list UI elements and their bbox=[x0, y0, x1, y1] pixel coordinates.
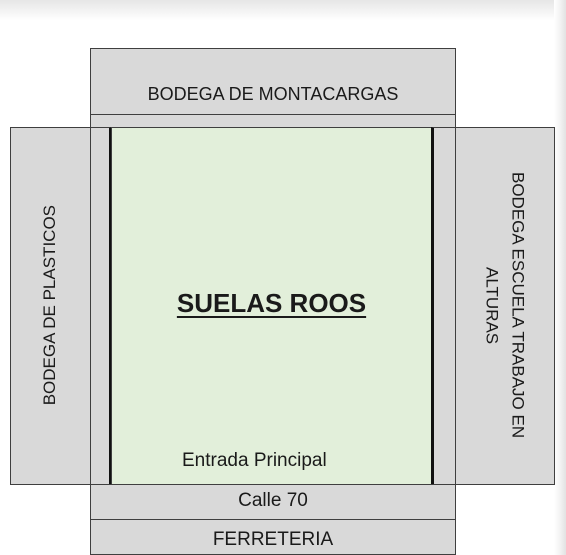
east-corridor-strip bbox=[431, 127, 456, 485]
bodega-escuela-alturas-line1: BODEGA ESCUELA TRABAJO EN bbox=[508, 172, 528, 439]
bodega-plasticos-label: BODEGA DE PLASTICOS bbox=[40, 205, 59, 406]
bodega-escuela-alturas-label: BODEGA ESCUELA TRABAJO EN ALTURAS bbox=[479, 172, 531, 438]
bodega-plasticos: BODEGA DE PLASTICOS bbox=[10, 127, 91, 485]
main-building-name: SUELAS ROOS bbox=[176, 288, 367, 318]
suelas-roos-building: SUELAS ROOS Entrada Principal bbox=[111, 127, 432, 485]
page-edge-shadow-top bbox=[0, 0, 566, 20]
west-corridor-strip bbox=[90, 127, 112, 485]
calle-70-strip: Calle 70 bbox=[90, 484, 456, 520]
street-label: Calle 70 bbox=[238, 490, 308, 511]
bodega-escuela-alturas-line2: ALTURAS bbox=[482, 266, 502, 345]
ferreteria: FERRETERIA bbox=[90, 519, 456, 555]
main-entrance-label: Entrada Principal bbox=[182, 450, 327, 471]
page-edge-shadow-right bbox=[554, 0, 566, 555]
bodega-montacargas-label: BODEGA DE MONTACARGAS bbox=[147, 84, 399, 104]
bodega-escuela-alturas: BODEGA ESCUELA TRABAJO EN ALTURAS bbox=[455, 127, 555, 485]
ferreteria-label: FERRETERIA bbox=[212, 529, 334, 550]
bodega-montacargas: BODEGA DE MONTACARGAS bbox=[90, 48, 456, 115]
